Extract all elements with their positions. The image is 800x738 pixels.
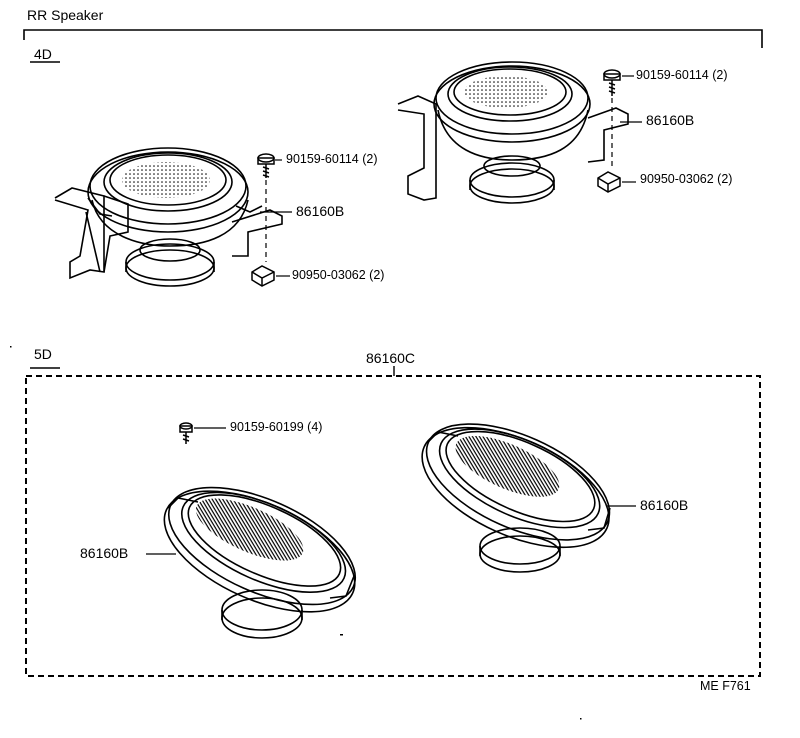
part-number-nut-4d-left: 90950-03062 (2): [292, 268, 385, 282]
part-number-screw-4d-right: 90159-60114 (2): [636, 68, 728, 82]
kit-86160c-box: [25, 375, 761, 677]
speaker-5d-right: [421, 423, 611, 573]
screw-4d-right: [603, 69, 621, 170]
speaker-4d-right: [397, 61, 629, 204]
screw-5d: [179, 422, 226, 444]
diagram-title: RR Speaker: [27, 7, 104, 23]
screw-4d-left: [257, 153, 275, 262]
section-5d-label: 5D: [34, 346, 52, 362]
part-number-kit-5d: 86160C: [366, 350, 416, 366]
nut-4d-left: [251, 265, 275, 287]
nut-4d-right: [597, 171, 621, 193]
section-4d-label: 4D: [34, 46, 52, 62]
part-number-speaker-4d-left: 86160B: [296, 203, 345, 219]
figure-code: ME F761: [700, 679, 751, 693]
part-number-screw-4d-left: 90159-60114 (2): [286, 152, 378, 166]
speaker-4d-left: [54, 147, 283, 287]
part-number-speaker-4d-right: 86160B: [646, 112, 695, 128]
part-number-speaker-5d-left: 86160B: [80, 545, 129, 561]
speaker-5d-left: [163, 486, 357, 639]
part-number-nut-4d-right: 90950-03062 (2): [640, 172, 733, 186]
title-bracket: [23, 29, 763, 48]
leaders-4d-right: [620, 75, 642, 183]
part-number-screw-5d: 90159-60199 (4): [230, 420, 323, 434]
leaders-4d-left: [260, 159, 292, 277]
part-number-speaker-5d-right: 86160B: [640, 497, 689, 513]
scan-specks: [10, 346, 582, 720]
leaders-5d: [146, 505, 636, 555]
